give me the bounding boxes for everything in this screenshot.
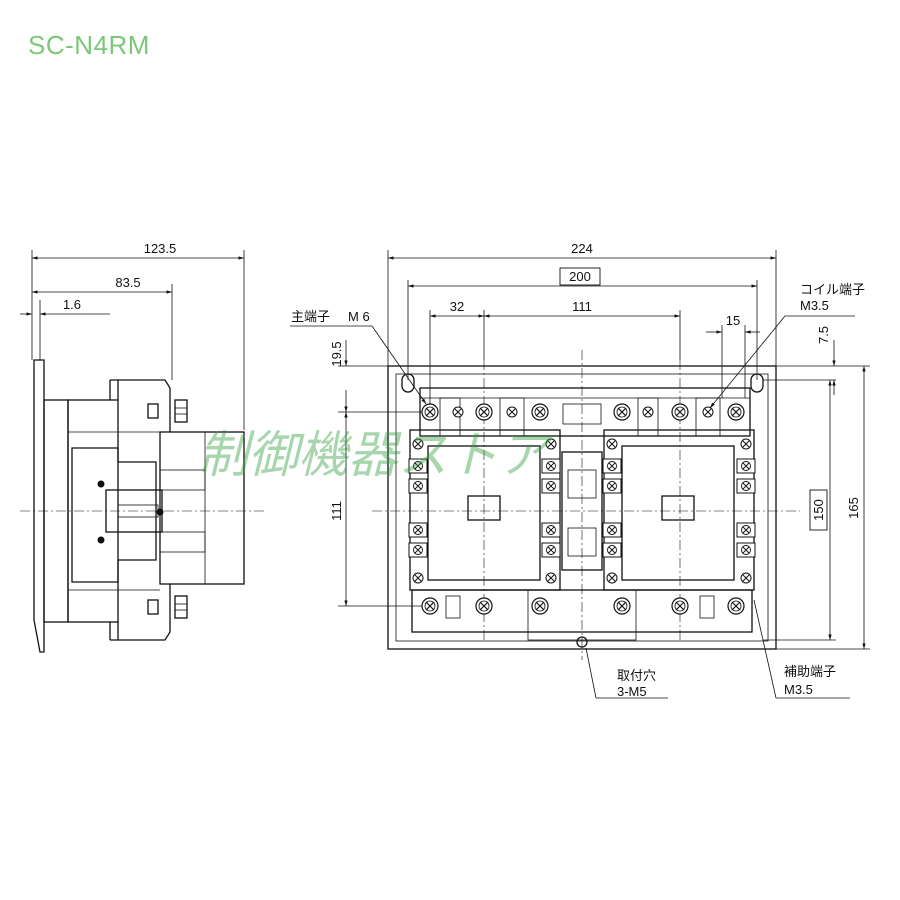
dim-side-mid: 83.5 [115,275,140,290]
label-aux-terminal: 補助端子 [784,664,836,679]
store-watermark: 制御機器ストア [198,426,553,484]
dim-main-pitch: 32 [450,299,464,314]
front-view: 224 200 32 111 15 19.5 111 7.5 150 165 主… [290,241,870,699]
dim-coil-pitch: 15 [726,313,740,328]
mount-hole-bottom [576,636,588,648]
label-aux-terminal-size: M3.5 [784,682,813,697]
dim-coil-offset: 7.5 [816,326,831,344]
dim-front-width: 224 [571,241,593,256]
left-contactor [409,429,561,591]
label-mount-hole: 取付穴 [617,668,656,683]
front-base-plate [387,365,777,650]
label-main-terminal-size: M 6 [348,309,370,324]
dim-side-plate: 1.6 [63,297,81,312]
side-mounting-plate [33,359,45,653]
label-mount-hole-size: 3-M5 [617,684,647,699]
mount-hole-right [750,373,764,393]
dim-height-inner: 111 [329,501,344,521]
left-coil-window [427,445,541,581]
dim-top-offset: 19.5 [329,341,344,366]
right-coil-window [621,445,735,581]
side-bottom-screw [174,595,188,619]
side-top-screw [174,399,188,423]
label-coil-terminal-size: M3.5 [800,298,829,313]
dim-mount-pitch: 200 [569,269,591,284]
label-coil-terminal: コイル端子 [800,282,865,297]
right-contactor [603,429,755,591]
mechanical-interlock [561,451,603,571]
right-indicator [661,495,695,521]
main-terminals-bottom [421,597,745,615]
side-front-housing [159,431,245,585]
side-top-bracket [109,379,171,432]
label-main-terminal: 主端子 [291,309,330,324]
side-bottom-bracket [109,584,171,641]
dim-height-mount: 150 [811,499,826,521]
dim-between: 111 [572,299,592,314]
dim-side-overall: 123.5 [144,241,177,256]
model-title: SC-N4RM [28,30,150,60]
left-indicator [467,495,501,521]
side-coil-block [71,447,157,583]
dim-height: 165 [846,497,861,519]
side-view: 123.5 83.5 1.6 [20,241,265,653]
